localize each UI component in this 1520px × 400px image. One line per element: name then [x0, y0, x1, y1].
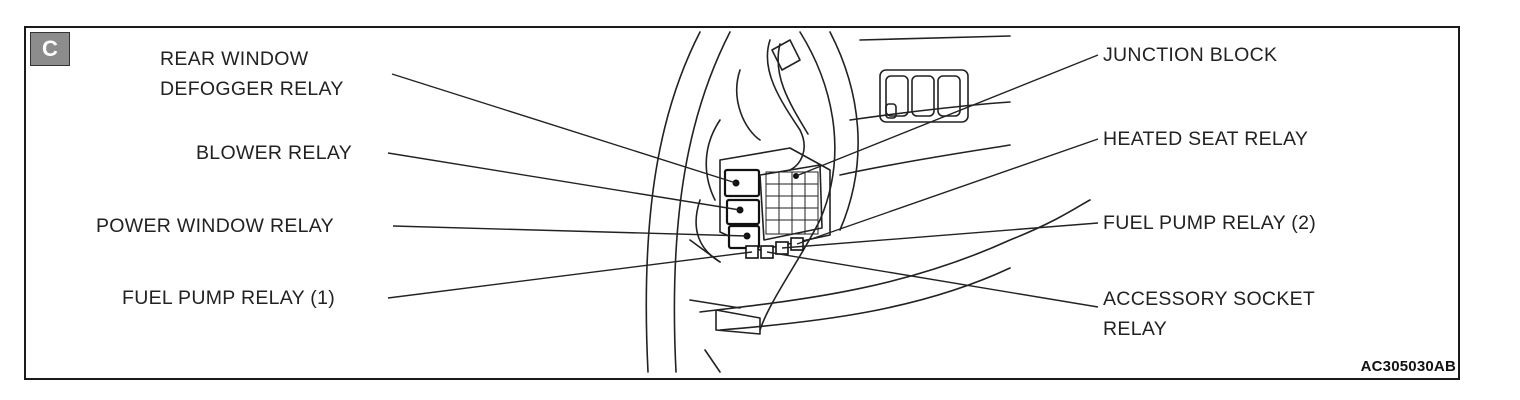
label-power-window-relay: POWER WINDOW RELAY	[96, 215, 334, 237]
leader-junction-block	[795, 54, 1099, 177]
blower-relay	[725, 198, 761, 226]
leader-fuel-pump-relay-1	[387, 251, 753, 299]
dash-lower-curve	[699, 199, 1091, 313]
dash-panel-edge	[759, 31, 836, 331]
dash-panel-edge-2	[829, 31, 859, 231]
label-accessory-socket-relay: ACCESSORY SOCKET RELAY	[1103, 288, 1316, 340]
lower-trim	[689, 239, 741, 373]
label-fuel-pump-relay-2: FUEL PUMP RELAY (2)	[1103, 212, 1317, 234]
dash-mid-line	[849, 101, 1011, 121]
leader-rear-window-defogger-relay	[391, 73, 737, 184]
section-badge: C	[30, 32, 70, 66]
wiring-harness	[766, 39, 805, 171]
leader-accessory-socket-relay	[766, 251, 1099, 308]
figure-code: AC305030AB	[1360, 358, 1456, 375]
kick-panel	[715, 309, 761, 335]
label-junction-block: JUNCTION BLOCK	[1103, 44, 1278, 66]
dash-ledge	[839, 144, 1011, 176]
bracket	[771, 39, 801, 71]
label-rear-window-defogger-relay: REAR WINDOW DEFOGGER RELAY	[160, 48, 344, 100]
label-blower-relay: BLOWER RELAY	[196, 142, 353, 164]
leader-heated-seat-relay	[796, 138, 1099, 245]
leader-blower-relay	[387, 152, 741, 211]
switch-panel	[879, 69, 969, 123]
dash-top-line	[859, 35, 1011, 41]
leader-fuel-pump-relay-2	[781, 222, 1099, 249]
section-badge-letter: C	[42, 36, 58, 61]
junction-block-body	[719, 147, 831, 251]
rear-window-defogger-relay	[723, 168, 761, 198]
dash-lower-curve-2	[719, 267, 1011, 331]
label-heated-seat-relay: HEATED SEAT RELAY	[1103, 128, 1309, 150]
label-fuel-pump-relay-1: FUEL PUMP RELAY (1)	[122, 287, 336, 309]
fuse-grid	[765, 171, 819, 235]
pillar-outline	[645, 31, 701, 373]
pillar-outline-inner	[673, 31, 731, 373]
leader-power-window-relay	[392, 225, 748, 237]
